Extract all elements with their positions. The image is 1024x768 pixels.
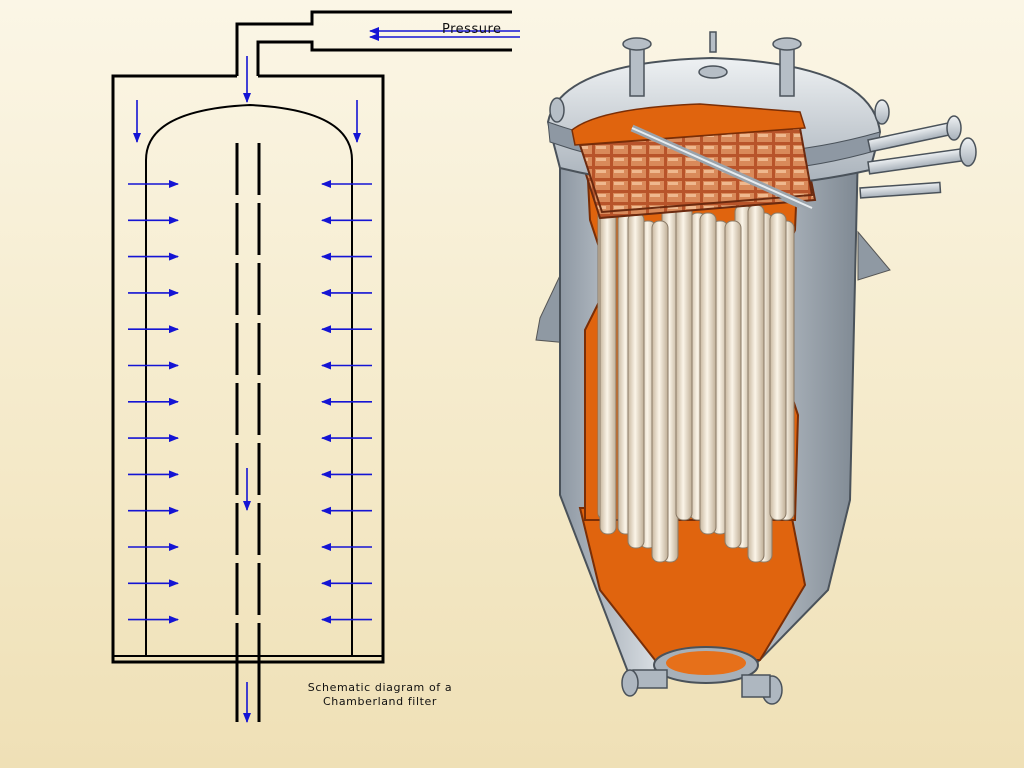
pressure-label: Pressure <box>442 22 502 37</box>
filter-candle <box>599 204 617 535</box>
vessel-illustration <box>535 31 977 705</box>
filter-candle-outline <box>145 103 353 656</box>
filter-candles <box>597 204 795 563</box>
filter-candle <box>724 220 742 549</box>
outer-housing <box>111 74 385 664</box>
bottom-valves <box>621 669 783 705</box>
filter-candle <box>699 212 717 535</box>
schematic-caption: Schematic diagram of a Chamberland filte… <box>270 681 490 709</box>
filter-candle <box>675 204 693 521</box>
filter-candle <box>627 212 645 549</box>
filter-candle <box>769 212 787 521</box>
caption-line-2: Chamberland filter <box>322 695 438 708</box>
side-nozzles <box>859 99 977 199</box>
filter-candle <box>651 220 669 563</box>
filter-candle <box>747 204 765 563</box>
caption-line-1: Schematic diagram of a <box>307 681 453 694</box>
side-flow-arrows <box>128 180 372 624</box>
flow-arrows <box>133 27 520 723</box>
inlet-pipe <box>235 10 512 76</box>
outlet-tube <box>235 143 261 722</box>
schematic-diagram <box>111 10 520 723</box>
lid-valves <box>549 31 802 123</box>
